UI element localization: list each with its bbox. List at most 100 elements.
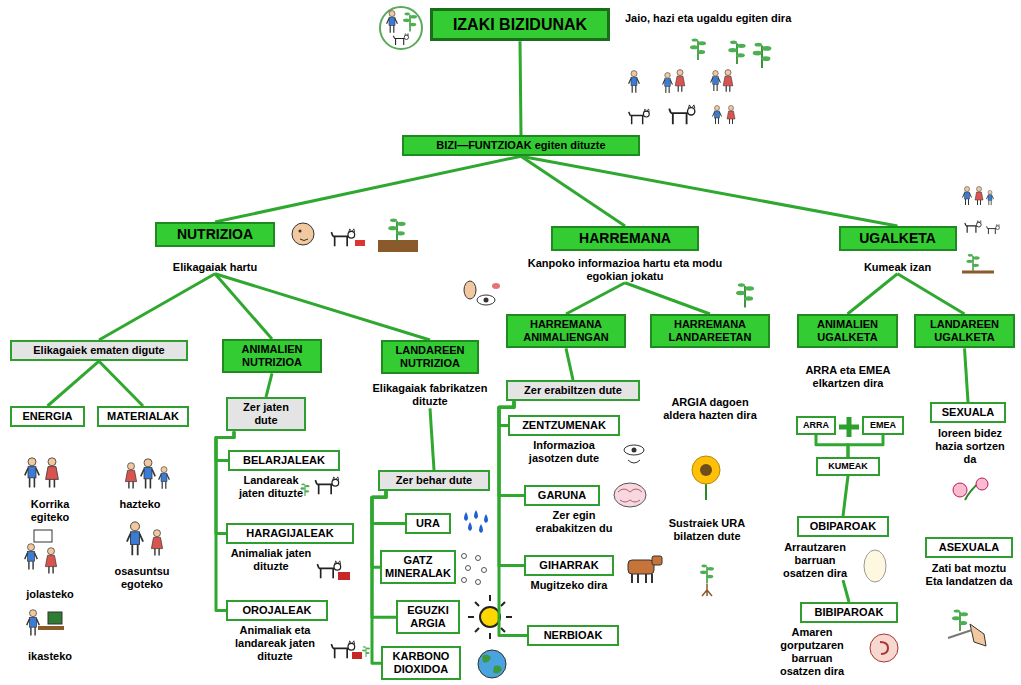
- connector-line: [965, 348, 969, 402]
- note-text: jolasteko: [12, 588, 88, 601]
- connector-line: [215, 274, 430, 340]
- concept-node: OBIPAROAKArrautzaren barruan osatzen dir…: [797, 516, 889, 580]
- concept-node: ANIMALIEN UGALKETAARRA eta EMEA elkartze…: [797, 314, 898, 390]
- concept-box: Zer erabiltzen dute: [506, 380, 640, 401]
- concept-node: OROJALEAKAnimaliak eta landareak jaten d…: [226, 600, 328, 663]
- concept-node: Elikagaiek ematen digute: [10, 340, 188, 361]
- connector-line: [521, 156, 898, 226]
- concept-box: GARUNA: [524, 485, 600, 506]
- concept-node: GIHARRAKMugitzeko dira: [524, 555, 614, 592]
- concept-box: ANIMALIEN UGALKETA: [797, 314, 898, 348]
- concept-node: NERBIOAK: [527, 625, 619, 646]
- concept-node: Zer erabiltzen dute: [506, 380, 640, 401]
- mineral-salts: [462, 554, 487, 585]
- concept-node: BIBIPAROAKAmaren gorputzaren barruan osa…: [800, 602, 898, 678]
- concept-box: EGUZKI ARGIA: [396, 600, 460, 634]
- connector-line: [216, 431, 234, 533]
- water-drops: [464, 510, 488, 533]
- concept-box: ANIMALIEN NUTRIZIOA: [222, 339, 322, 373]
- globe-icon: [478, 650, 506, 678]
- concept-note: Zer egin erabakitzen du: [524, 509, 624, 535]
- concept-note: Elikagaiak hartu: [150, 261, 280, 274]
- concept-box: Zer jaten dute: [226, 397, 306, 431]
- concept-node: UGALKETA Kumeak izan: [830, 226, 965, 274]
- concept-box: OBIPAROAK: [797, 516, 889, 537]
- concept-node: BELARJALEAK Landareak jaten dituzte: [226, 450, 342, 500]
- concept-box: UGALKETA: [839, 226, 957, 251]
- concept-node: ZENTZUMENAKInformazioa jasotzen dute: [508, 415, 620, 465]
- concept-note: Mugitzeko dira: [524, 579, 614, 592]
- brain-icon: [614, 483, 646, 507]
- concept-box: HARAGIJALEAK: [226, 523, 354, 544]
- plus-sign: [839, 417, 859, 437]
- concept-note: Kanpoko informazioa hartu eta modu egoki…: [515, 257, 735, 283]
- concept-box: Zer behar dute: [378, 470, 490, 491]
- note-text: Sustraiek URA bilatzen dute: [652, 517, 762, 543]
- concept-note: Kumeak izan: [830, 261, 965, 274]
- concept-node: KUMEAK: [816, 457, 880, 476]
- energy-icons: [25, 458, 64, 636]
- concept-box: EMEA: [862, 416, 904, 435]
- concept-node: IZAKI BIZIDUNAK: [430, 8, 610, 41]
- concept-box: IZAKI BIZIDUNAK: [430, 8, 610, 41]
- concept-box: ENERGIA: [10, 406, 85, 427]
- note-text: Korrika egiteko: [12, 498, 88, 524]
- connector-line: [848, 274, 898, 314]
- note-text: ikasteko: [12, 650, 88, 663]
- connector-line: [848, 435, 883, 457]
- connector-line: [843, 476, 848, 516]
- concept-box: LANDAREEN UGALKETA: [914, 314, 1015, 348]
- reproduction-icons: [962, 187, 999, 273]
- connector-line: [816, 435, 848, 457]
- cutting-icon: [948, 609, 986, 646]
- note-text: Jaio, hazi eta ugaldu egiten dira: [625, 12, 855, 25]
- concept-note: Amaren gorputzaren barruan osatzen dira: [772, 626, 852, 678]
- concept-node: Zer behar dute: [378, 470, 490, 491]
- connector-line: [430, 408, 434, 470]
- concept-box: BIZI—FUNTZIOAK egiten dituzte: [402, 135, 640, 156]
- connector-line: [520, 41, 521, 135]
- concept-node: BIZI—FUNTZIOAK egiten dituzte: [402, 135, 640, 156]
- connector-line: [566, 283, 625, 314]
- connector-line: [499, 401, 527, 635]
- concept-node: GATZ MINERALAK: [380, 550, 456, 584]
- concept-node: MATERIALAK: [97, 406, 189, 427]
- flower-icon: [953, 478, 988, 500]
- concept-note: Animaliak jaten dituzte: [230, 547, 312, 573]
- womb-icon: [870, 634, 898, 662]
- concept-node: ANIMALIEN NUTRIZIOA: [222, 339, 322, 373]
- concept-box: BELARJALEAK: [228, 450, 340, 471]
- life-cycle-icons: [629, 38, 772, 124]
- connector-line: [99, 274, 215, 340]
- concept-box: HARREMANA ANIMALIENGAN: [506, 314, 626, 348]
- concept-node: GARUNAZer egin erabakitzen du: [524, 485, 600, 535]
- concept-node: NUTRIZIOAElikagaiak hartu: [150, 222, 280, 274]
- concept-note: Elikagaiak fabrikatzen dituzte: [370, 382, 490, 408]
- cow-icon: [628, 556, 662, 583]
- concept-node: KARBONO DIOXIDOA: [381, 646, 461, 680]
- animal-food-icons: [300, 477, 370, 659]
- concept-box: GATZ MINERALAK: [380, 550, 456, 584]
- egg-icon: [864, 550, 886, 582]
- concept-box: MATERIALAK: [97, 406, 189, 427]
- concept-box: Elikagaiek ematen digute: [10, 340, 188, 361]
- concept-node: URA: [405, 513, 451, 534]
- concept-node: EGUZKI ARGIA: [396, 600, 460, 634]
- sun-icon: [468, 595, 512, 639]
- concept-node: LANDAREEN NUTRIZIOAElikagaiak fabrikatze…: [370, 340, 490, 408]
- concept-note: Zati bat moztu Eta landatzen da: [925, 562, 1013, 588]
- concept-box: KUMEAK: [816, 457, 880, 476]
- sunflower-icon: [692, 456, 720, 500]
- concept-box: BIBIPAROAK: [800, 602, 898, 623]
- connector-line: [625, 283, 710, 314]
- concept-node: ASEXUALA Zati bat moztu Eta landatzen da: [925, 537, 1013, 588]
- concept-node: LANDAREEN UGALKETA: [914, 314, 1015, 348]
- concept-note: Landareak jaten dituzte: [230, 474, 312, 500]
- connector-line: [99, 361, 143, 406]
- note-text: osasuntsu egoteko: [100, 565, 184, 591]
- concept-note: Informazioa jasotzen dute: [514, 439, 614, 465]
- concept-box: OROJALEAK: [226, 600, 328, 621]
- concept-box: ASEXUALA: [925, 537, 1013, 558]
- nutrition-icons: [292, 219, 418, 252]
